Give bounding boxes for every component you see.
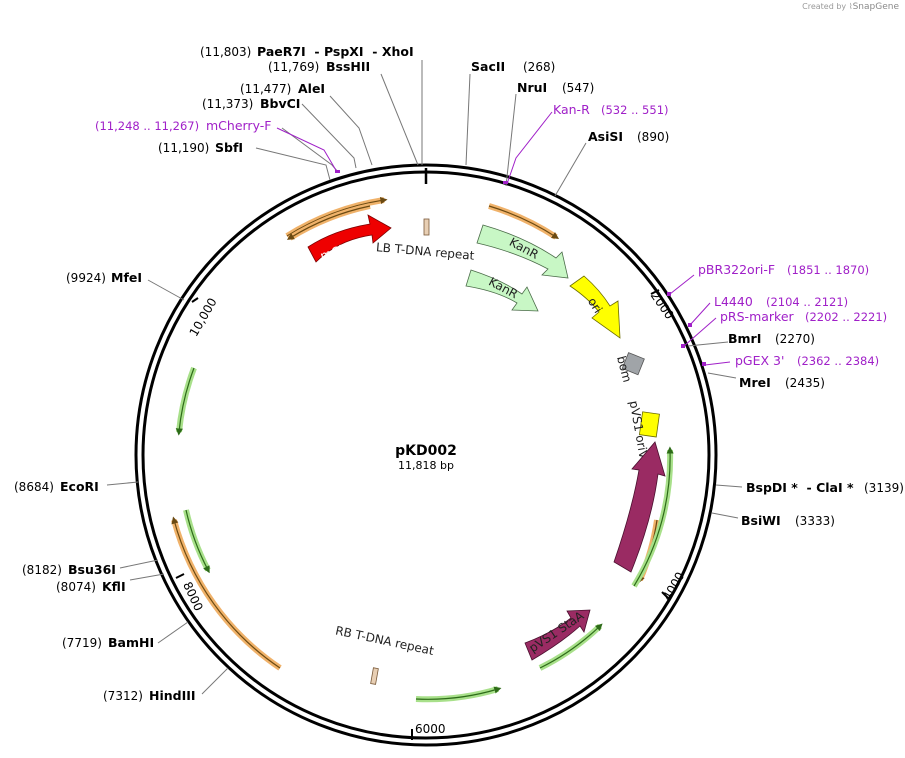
watermark-brand: SnapGene (852, 2, 899, 12)
orf-tracks-orange (171, 196, 660, 671)
enzyme-bbvci[interactable]: BbvCI (260, 96, 300, 111)
leader-lines-right (465, 73, 743, 519)
pos-nrui: (547) (562, 81, 594, 95)
enzyme-kfli[interactable]: KflI (102, 579, 126, 594)
kanr-inner-label: KanR (486, 274, 520, 301)
enzyme-bsu36i[interactable]: Bsu36I (68, 562, 116, 577)
feature-bom[interactable]: bom (614, 352, 645, 384)
primer-pbr322ori-f-range: (1851 .. 1870) (787, 263, 869, 277)
primer-pgex-3[interactable]: pGEX 3' (735, 353, 784, 368)
feature-rb-tdna-repeat[interactable]: RB T-DNA repeat (334, 623, 435, 685)
primer-mcherry-f-range: (11,248 .. 11,267) (95, 119, 199, 133)
svg-text:6000: 6000 (415, 722, 446, 736)
watermark-prefix: Created by (802, 2, 847, 11)
enzyme-nrui[interactable]: NruI (517, 80, 547, 95)
tick-6000: 6000 (411, 722, 446, 740)
primer-mcherry-f[interactable]: mCherry-F (206, 118, 271, 133)
feature-ori[interactable]: ori (569, 275, 621, 339)
primer-kan-r[interactable]: Kan-R (553, 102, 590, 117)
enzyme-sacii[interactable]: SacII (471, 59, 505, 74)
pos-ecori: (8684) (14, 480, 54, 494)
snapgene-watermark: Created by ⌇SnapGene (802, 2, 899, 12)
enzyme-sbfi[interactable]: SbfI (215, 140, 243, 155)
pos-hindiii: (7312) (103, 689, 143, 703)
primer-leaders (276, 111, 731, 366)
enzyme-alei[interactable]: AleI (298, 81, 325, 96)
enzyme-bspdi-clai[interactable]: BspDI * - ClaI * (746, 480, 854, 495)
pos-bbvci: (11,373) (202, 97, 253, 111)
primer-prs-marker-range: (2202 .. 2221) (805, 310, 887, 324)
pos-bmri: (2270) (775, 332, 815, 346)
primer-pgex-3-range: (2362 .. 2384) (797, 354, 879, 368)
pos-mfei: (9924) (66, 271, 106, 285)
plasmid-size: 11,818 bp (398, 459, 454, 472)
feature-pvs1-staa[interactable]: pVS1 StaA (524, 608, 591, 661)
svg-text:10,000: 10,000 (187, 296, 220, 339)
pos-sbfi: (11,190) (158, 141, 209, 155)
pos-mrei: (2435) (785, 376, 825, 390)
primer-prs-marker[interactable]: pRS-marker (720, 309, 795, 324)
lb-tdna-label: LB T-DNA repeat (375, 240, 475, 263)
plasmid-name: pKD002 (395, 443, 457, 459)
enzyme-bsiwi[interactable]: BsiWI (741, 513, 781, 528)
primer-marks (335, 170, 706, 366)
enzyme-asisi[interactable]: AsiSI (588, 129, 623, 144)
orf-tracks-green (175, 366, 674, 703)
enzyme-mfei[interactable]: MfeI (111, 270, 142, 285)
enzyme-hindiii[interactable]: HindIII (149, 688, 196, 703)
enzyme-mrei[interactable]: MreI (739, 375, 771, 390)
pos-sacii: (268) (523, 60, 555, 74)
pos-bspdi-clai: (3139) (864, 481, 904, 495)
leader-lines-left (106, 60, 423, 695)
enzyme-bsshii[interactable]: BssHII (326, 59, 370, 74)
feature-lb-tdna-repeat[interactable]: LB T-DNA repeat (375, 218, 475, 263)
enzyme-ecori[interactable]: EcoRI (60, 479, 99, 494)
pos-xhoi: (11,803) (200, 45, 251, 59)
bom-label: bom (614, 354, 634, 383)
pos-bsiwi: (3333) (795, 514, 835, 528)
pos-asisi: (890) (637, 130, 669, 144)
primer-l4440[interactable]: L4440 (714, 294, 753, 309)
primer-kan-r-range: (532 .. 551) (601, 103, 669, 117)
primer-pbr322ori-f[interactable]: pBR322ori-F (698, 262, 775, 277)
pos-bamhi: (7719) (62, 636, 102, 650)
enzyme-bamhi[interactable]: BamHI (108, 635, 154, 650)
pos-kfli: (8074) (56, 580, 96, 594)
rb-tdna-label: RB T-DNA repeat (334, 623, 435, 658)
primer-l4440-range: (2104 .. 2121) (766, 295, 848, 309)
feature-kanr-inner[interactable]: KanR (465, 269, 539, 312)
pos-alei: (11,477) (240, 82, 291, 96)
pos-bsu36i: (8182) (22, 563, 62, 577)
tick-10000: 10,000 (187, 296, 220, 339)
enzyme-bmri[interactable]: BmrI (728, 331, 761, 346)
pos-bsshii: (11,769) (268, 60, 319, 74)
snapgene-logo-icon: ⌇ (848, 2, 853, 11)
enzyme-paer7i-pspxi-xhoi[interactable]: PaeR7I - PspXI - XhoI (257, 44, 414, 59)
